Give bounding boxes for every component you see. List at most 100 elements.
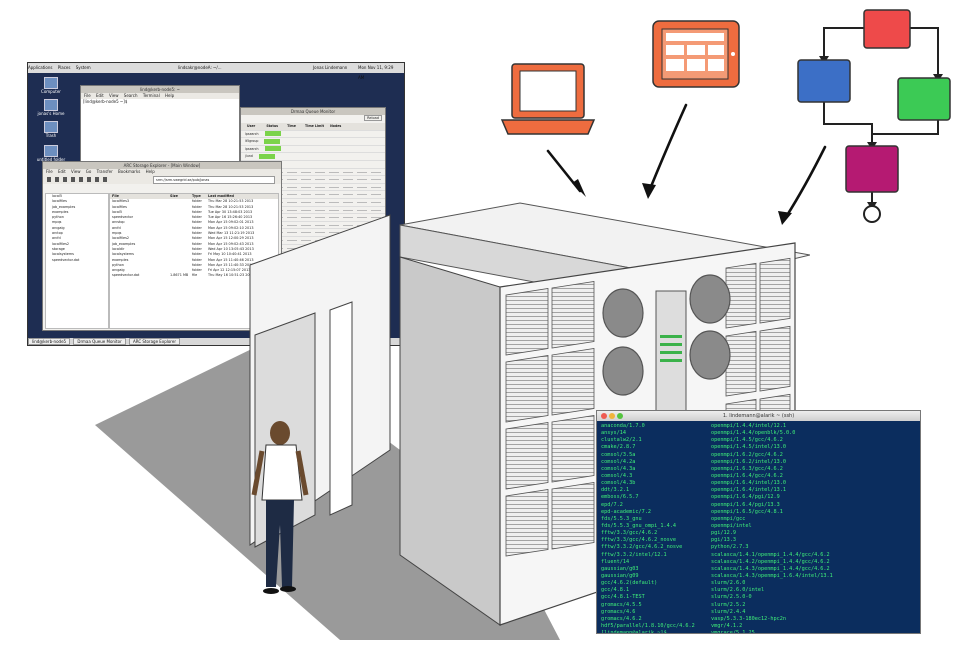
queue-user: lpsearch <box>245 131 259 136</box>
queue-row[interactable] <box>241 214 385 222</box>
tree-item[interactable]: arctop <box>52 231 63 236</box>
queue-row[interactable]: lpsearch <box>241 131 385 139</box>
menu-places[interactable]: Places <box>57 65 71 70</box>
close-icon[interactable] <box>601 413 607 419</box>
file-name: speedvector <box>112 215 133 220</box>
tree-item[interactable]: examples <box>52 209 69 214</box>
menu-item[interactable]: Edit <box>95 93 104 98</box>
queue-row[interactable] <box>241 229 385 237</box>
desktop-icon-computer[interactable]: Computer <box>36 77 66 94</box>
terminal-line: slurm/2.5.2 <box>711 601 746 608</box>
taskbar-item[interactable]: ARC Storage Explorer <box>129 338 180 345</box>
tree-item[interactable]: local5 <box>52 194 63 198</box>
queue-user: jlund <box>245 154 253 159</box>
queue-row[interactable] <box>241 191 385 199</box>
menu-item[interactable]: Search <box>123 93 138 98</box>
status-badge <box>264 138 281 144</box>
menu-item[interactable]: Go <box>85 169 92 174</box>
home-folder-icon <box>44 99 58 111</box>
menu-item[interactable]: Help <box>165 93 175 98</box>
desktop-icon-folder[interactable]: untitled folder <box>36 145 66 162</box>
terminal-window-title: lind@kerb-node5: ~ <box>81 86 239 93</box>
menu-applications[interactable]: Applications <box>28 65 53 70</box>
minimize-icon[interactable] <box>609 413 615 419</box>
menu-item[interactable]: View <box>109 93 119 98</box>
terminal-line: emboss/6.5.7 <box>601 494 639 501</box>
zoom-icon[interactable] <box>617 413 623 419</box>
file-modified: Mon Apr 15 12:00:29 2013 <box>208 236 254 241</box>
trash-icon <box>44 121 58 133</box>
menu-item[interactable]: Help <box>145 169 155 174</box>
queue-row[interactable]: lt5group <box>241 138 385 146</box>
menu-item[interactable]: File <box>46 169 53 174</box>
menu-item[interactable]: Edit <box>57 169 66 174</box>
menu-item[interactable]: File <box>84 93 91 98</box>
queue-row[interactable] <box>241 198 385 207</box>
tree-item[interactable]: arcfd <box>52 236 61 241</box>
queue-row[interactable]: lpsearch <box>241 146 385 154</box>
reload-button[interactable]: Reload <box>364 115 382 121</box>
taskbar-item[interactable]: Drmaa Queue Monitor <box>73 338 126 345</box>
menu-item[interactable]: Bookmarks <box>118 169 141 174</box>
tree-item[interactable]: storage <box>52 246 65 251</box>
terminal-line: ansys/14 <box>601 430 626 437</box>
desktop-screenshot: Applications Places System lindsakr@node… <box>27 62 405 346</box>
menu-item[interactable]: Transfer <box>96 169 113 174</box>
terminal-body[interactable]: [lind@kerb-node5 ~]$ <box>81 99 239 168</box>
tree-item[interactable]: python <box>52 215 64 220</box>
tree-item[interactable]: job_examples <box>52 204 76 209</box>
path-input[interactable]: srm://srm.swegrid.se/pub/jonas <box>153 176 275 184</box>
tree-item[interactable]: arcgaig <box>52 225 65 230</box>
menu-item[interactable]: Terminal <box>142 93 160 98</box>
file-modified: Fri Apr 12 12:15:07 2013 <box>208 268 251 273</box>
desktop-icon-trash[interactable]: Trash <box>36 121 66 138</box>
queue-monitor-window[interactable]: Drmaa Queue Monitor Reload User Status T… <box>240 107 386 267</box>
taskbar-item[interactable]: lind@kerb-node5 <box>28 338 71 345</box>
queue-row[interactable] <box>241 183 385 192</box>
terminal-line: fftw/3.3/gcc/4.6.2 <box>601 530 658 537</box>
storage-explorer-window[interactable]: ARC Storage Explorer - [Main Window] Fil… <box>42 161 282 331</box>
queue-row[interactable] <box>241 206 385 215</box>
queue-monitor-title: Drmaa Queue Monitor <box>241 108 385 115</box>
tree-item[interactable]: localfiles <box>52 199 67 204</box>
tree-item[interactable]: localfiles2 <box>52 241 69 246</box>
toolbar-icons[interactable] <box>47 177 107 182</box>
queue-row[interactable] <box>241 168 385 177</box>
queue-row[interactable]: jlund <box>241 153 385 161</box>
terminal-line: comsol/4.2a <box>601 458 636 465</box>
terminal-line: anaconda/1.7.0 <box>601 423 645 429</box>
queue-row[interactable] <box>241 221 385 230</box>
file-name: localfiles3 <box>112 199 129 204</box>
rack-panel <box>759 325 791 392</box>
menu-system[interactable]: System <box>75 65 91 70</box>
terminal-window[interactable]: lind@kerb-node5: ~ File Edit View Search… <box>80 85 240 169</box>
ssh-terminal-window[interactable]: 1. lindemann@alarik ~ (ssh) anaconda/1.7… <box>596 410 921 634</box>
queue-row[interactable] <box>241 176 385 184</box>
rack-panel <box>551 348 595 416</box>
terminal-line: slurm/2.5.0-0 <box>711 594 752 601</box>
tree-item[interactable]: mpqs <box>52 220 62 225</box>
terminal-line: vasp/5.3.3-180ec12-hpc2n <box>711 615 786 622</box>
desktop-icon-home[interactable]: jonas's Home <box>36 99 66 116</box>
menu-item[interactable]: View <box>71 169 81 174</box>
tree-item[interactable]: localsystems <box>52 252 74 257</box>
tree-item[interactable]: speedvector.dat <box>52 257 80 262</box>
